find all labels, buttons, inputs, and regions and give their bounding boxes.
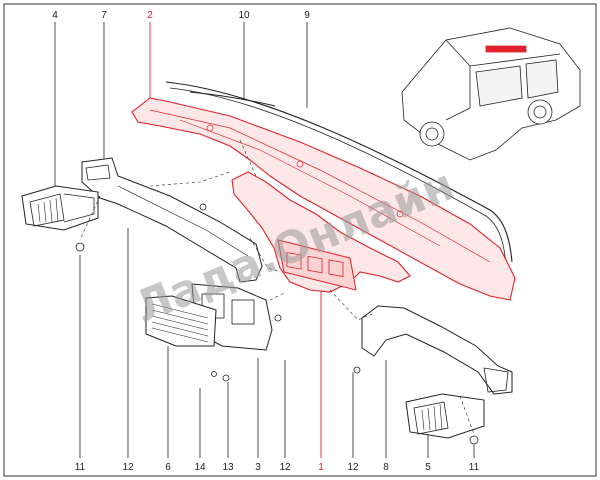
part-7-left-duct [81, 157, 263, 283]
seal-strip-9 [165, 81, 513, 263]
callout-1: 1 [318, 462, 324, 473]
assembly-lines [79, 139, 475, 435]
screw-12-c [353, 366, 361, 374]
callout-12-b: 12 [279, 462, 291, 473]
screw-13 [222, 374, 230, 382]
callout-11-left: 11 [75, 462, 86, 473]
screw-12-b [274, 314, 282, 322]
callout-4: 4 [52, 10, 58, 21]
part-6-grille [145, 295, 217, 347]
callout-10: 10 [238, 10, 250, 21]
fastener-11-right [469, 435, 479, 445]
clip-14 [211, 371, 217, 377]
callout-5: 5 [425, 462, 431, 473]
callout-13: 13 [222, 462, 234, 473]
callout-7: 7 [101, 10, 107, 21]
callout-9: 9 [304, 10, 310, 21]
part-4-left-vent [21, 185, 99, 231]
frame-border [3, 3, 597, 477]
bottom-leader-lines [79, 228, 475, 458]
callout-3: 3 [255, 462, 261, 473]
screw-12-a [199, 203, 207, 211]
callout-12-c: 12 [347, 462, 359, 473]
part-5-right-vent [405, 393, 485, 439]
callout-8: 8 [383, 462, 389, 473]
callout-6: 6 [165, 462, 171, 473]
fastener-11-left [75, 242, 85, 252]
callout-2: 2 [147, 10, 153, 21]
part-2-upper-duct [131, 97, 516, 301]
seal-strip-10 [189, 91, 276, 107]
callout-14: 14 [194, 462, 206, 473]
vehicle-highlight-dash [485, 45, 527, 53]
callout-11-right: 11 [469, 462, 480, 473]
part-8-right-duct [361, 305, 513, 395]
callout-12-a: 12 [122, 462, 134, 473]
seal-strip-9-inner [169, 87, 507, 265]
top-leader-lines [54, 22, 308, 192]
fasteners [75, 203, 479, 445]
vehicle-thumbnail [401, 27, 581, 161]
part-1-center-duct [231, 171, 411, 293]
